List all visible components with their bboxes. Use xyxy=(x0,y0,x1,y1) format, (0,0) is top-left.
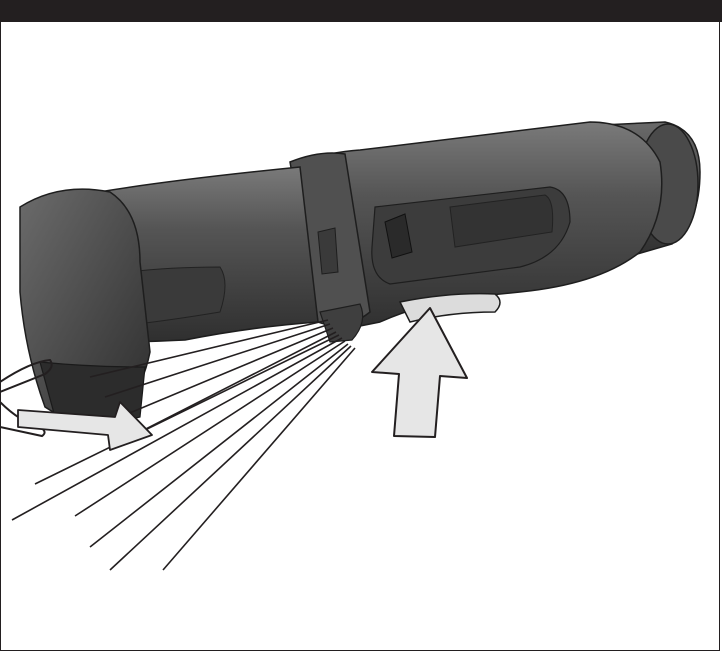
figure-frame xyxy=(0,22,720,651)
tool-illustration xyxy=(0,121,701,571)
header-bar xyxy=(0,0,722,22)
angle-head xyxy=(19,188,151,423)
light-beam-icon xyxy=(11,319,356,571)
insert-arrow-icon xyxy=(17,401,153,451)
tool-body-icon xyxy=(299,121,663,333)
push-arrow-icon xyxy=(371,307,468,438)
